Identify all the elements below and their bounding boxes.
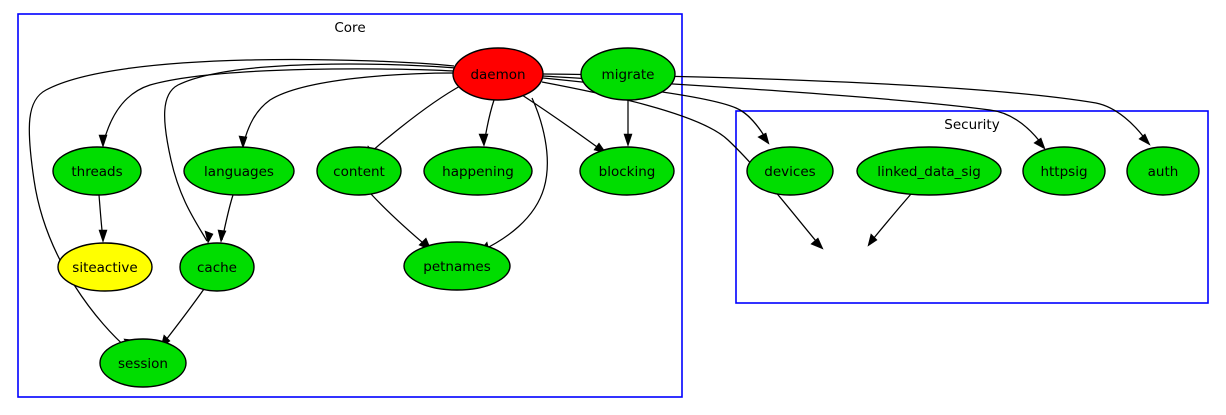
node-shape-migrate[interactable] (580, 47, 676, 101)
edge-line (480, 97, 548, 252)
cluster-label-security: Security (944, 117, 999, 133)
node-httpsig[interactable]: httpsig (1022, 146, 1106, 196)
edge-line (164, 63, 457, 242)
node-session[interactable]: session (99, 338, 187, 388)
cluster-core: Core (17, 13, 683, 398)
node-linked_data_sig[interactable]: linked_data_sig (856, 146, 1002, 196)
edge-languages-to-cache (217, 194, 234, 243)
arrowhead-icon (238, 135, 248, 149)
node-label-devices: devices (764, 164, 815, 180)
arrowhead-icon (217, 229, 227, 243)
node-shape-languages[interactable] (183, 146, 295, 196)
edge-linked_data_sig-to-context (867, 193, 912, 247)
edge-daemon-to-cache (164, 63, 457, 244)
node-shape-auth[interactable] (1126, 146, 1200, 196)
node-shape-threads[interactable] (52, 146, 142, 196)
node-label-linked_data_sig: linked_data_sig (877, 164, 981, 180)
cluster-security: Security (735, 110, 1209, 304)
edge-daemon-to-happening (478, 99, 495, 147)
node-daemon[interactable]: daemon (452, 47, 544, 101)
edge-daemon-to-content (364, 84, 463, 159)
arrowhead-icon (867, 233, 878, 247)
node-layer: daemon migrate threads languages content happ… (52, 47, 1200, 388)
node-label-languages: languages (204, 164, 274, 180)
node-label-happening: happening (442, 164, 514, 180)
arrowhead-icon (623, 133, 633, 147)
node-shape-cache[interactable] (179, 242, 255, 292)
node-threads[interactable]: threads (52, 146, 142, 196)
node-shape-happening[interactable] (423, 146, 533, 196)
edge-line (370, 193, 430, 249)
node-label-blocking: blocking (599, 164, 656, 180)
node-label-petnames: petnames (423, 259, 491, 275)
arrowhead-icon (98, 134, 108, 148)
node-shape-httpsig[interactable] (1022, 146, 1106, 196)
edge-line (161, 288, 205, 346)
node-migrate[interactable]: migrate (580, 47, 676, 101)
node-shape-daemon[interactable] (452, 47, 544, 101)
arrowhead-icon (1138, 133, 1151, 146)
cluster-boundary-core (17, 13, 683, 398)
edge-line (102, 68, 455, 145)
arrowhead-icon (98, 229, 108, 243)
edge-content-to-petnames (370, 193, 432, 251)
node-label-content: content (333, 164, 385, 180)
edge-cache-to-session (160, 288, 205, 348)
edge-line (868, 193, 912, 245)
node-label-cache: cache (197, 260, 237, 276)
cluster-label-core: Core (334, 20, 365, 36)
node-label-daemon: daemon (470, 67, 525, 83)
arrowhead-icon (204, 230, 214, 244)
node-shape-devices[interactable] (746, 146, 834, 196)
edge-daemon-to-session (28, 58, 455, 351)
edge-threads-to-siteactive (98, 194, 108, 243)
node-auth[interactable]: auth (1126, 146, 1200, 196)
node-happening[interactable]: happening (423, 146, 533, 196)
node-blocking[interactable]: blocking (579, 146, 675, 196)
node-languages[interactable]: languages (183, 146, 295, 196)
node-label-siteactive: siteactive (72, 260, 137, 276)
node-siteactive[interactable]: siteactive (57, 242, 153, 292)
node-shape-blocking[interactable] (579, 146, 675, 196)
node-content[interactable]: content (316, 146, 402, 196)
edge-line (521, 94, 605, 153)
arrowhead-icon (757, 132, 770, 145)
node-shape-session[interactable] (99, 338, 187, 388)
arrowhead-icon (1033, 137, 1046, 150)
node-petnames[interactable]: petnames (403, 241, 511, 291)
node-shape-siteactive[interactable] (57, 242, 153, 292)
node-label-threads: threads (71, 164, 122, 180)
node-shape-linked_data_sig[interactable] (856, 146, 1002, 196)
edge-layer (28, 58, 1151, 351)
edge-migrate-to-blocking (623, 100, 633, 147)
node-label-httpsig: httpsig (1040, 164, 1087, 180)
edge-daemon-to-languages (238, 72, 455, 149)
node-shape-petnames[interactable] (403, 241, 511, 291)
edge-line (365, 84, 463, 158)
cluster-boundary-security (735, 110, 1209, 304)
edge-daemon-to-threads (98, 68, 455, 148)
edge-line (28, 58, 455, 350)
node-label-session: session (118, 356, 168, 372)
arrowhead-icon (810, 237, 824, 250)
node-label-auth: auth (1148, 164, 1179, 180)
arrowhead-icon (478, 133, 489, 147)
node-shape-content[interactable] (316, 146, 402, 196)
edge-line (242, 72, 455, 147)
node-cache[interactable]: cache (179, 242, 255, 292)
node-devices[interactable]: devices (746, 146, 834, 196)
node-label-migrate: migrate (602, 67, 655, 83)
